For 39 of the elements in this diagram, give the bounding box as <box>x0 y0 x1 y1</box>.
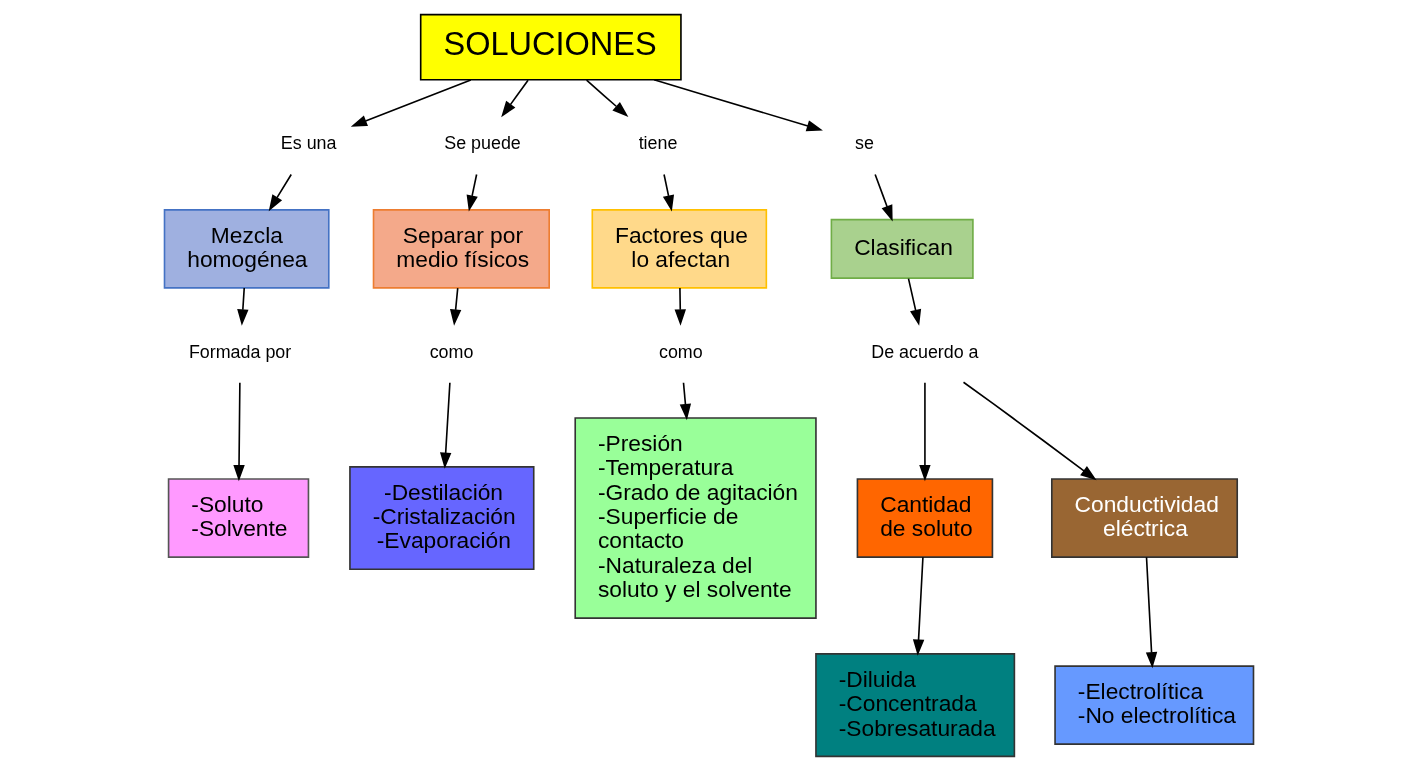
arrow <box>268 173 292 212</box>
arrow <box>449 287 461 326</box>
arrow <box>962 381 1097 481</box>
node-box: -Electrolítica -No electrolítica <box>1053 665 1254 745</box>
node-box: -Presión -Temperatura -Grado de agitación -Superficie de contacto -Naturaleza del soluto y el solvente <box>573 417 817 619</box>
arrow <box>350 79 472 127</box>
arrow <box>912 556 924 656</box>
node-text: como <box>429 341 473 362</box>
arrow <box>679 381 691 421</box>
arrow <box>466 173 478 212</box>
node-text: Es una <box>280 133 336 154</box>
arrow <box>236 287 249 326</box>
arrow <box>1145 556 1157 669</box>
node-box: -Destilación -Cristalización -Evaporación <box>348 466 535 571</box>
arrow <box>918 381 931 482</box>
node-box: Factores que lo afectan <box>590 209 767 289</box>
node-box: -Soluto -Solvente <box>167 478 309 558</box>
node-box: Separar por medio físicos <box>372 209 550 289</box>
node-text: De acuerdo a <box>870 341 979 362</box>
arrow <box>585 79 628 117</box>
arrow <box>873 173 893 222</box>
arrow <box>907 277 921 326</box>
node-box: Conductividad eléctrica <box>1050 478 1238 558</box>
arrow <box>674 287 686 326</box>
node-text: se <box>854 133 874 154</box>
arrow <box>439 381 451 469</box>
arrow <box>662 173 674 212</box>
arrow <box>500 79 529 118</box>
arrow <box>652 79 823 132</box>
node-text: Formada por <box>188 341 291 362</box>
node-text: como <box>658 341 703 362</box>
node-box: Clasifican <box>830 218 974 279</box>
node-text: Se puede <box>443 133 521 154</box>
node-box: Cantidad de soluto <box>856 478 993 558</box>
node-box: Mezcla homogénea <box>163 209 330 289</box>
node-text: tiene <box>638 133 677 154</box>
node-box: SOLUCIONES <box>419 13 682 81</box>
node-box: -Diluida -Concentrada -Sobresaturada <box>814 653 1015 758</box>
arrow <box>232 381 245 482</box>
